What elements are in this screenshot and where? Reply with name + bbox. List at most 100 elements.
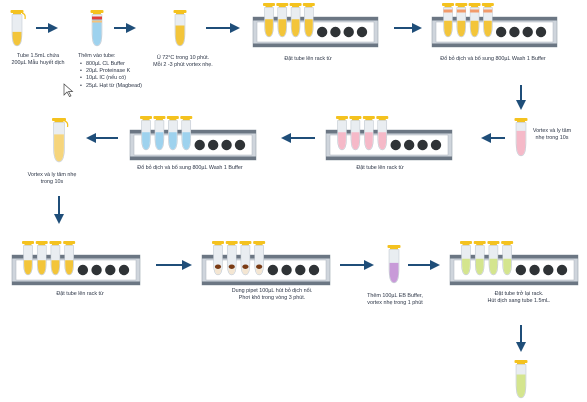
rack-hole xyxy=(295,264,306,276)
microtube xyxy=(362,116,375,151)
rack-hole xyxy=(390,139,401,151)
step8-caption: Đổ bỏ dịch và bổ sung 800µL Wash 1 Buffe… xyxy=(137,165,243,171)
rack-hole xyxy=(316,26,328,38)
tube-liquid xyxy=(92,19,102,46)
tube-liquid xyxy=(489,258,498,275)
tube-hinge xyxy=(64,120,69,128)
step13-line1: Đặt tube trở lại rack. xyxy=(494,291,544,297)
rack-bottom-bar xyxy=(450,281,578,285)
tube-cap-neck xyxy=(378,118,386,121)
step2-reagent-list: 800µL CL Buffer 20µL Proteinase K 10µL I… xyxy=(78,61,142,90)
microtube xyxy=(153,116,166,151)
rack-bottom-bar xyxy=(12,281,140,285)
rack-inner xyxy=(133,134,253,156)
microtube xyxy=(263,3,275,38)
rack-inner xyxy=(329,134,449,156)
step13-caption: Đặt tube trở lại rack. Hút dịch sang tub… xyxy=(474,291,564,305)
tube-cap-neck xyxy=(462,243,470,246)
microtube xyxy=(387,245,401,284)
tube-liquid xyxy=(168,132,177,150)
step1-line2: 200µL Mẫu huyết dịch xyxy=(11,60,65,66)
tube-cap-neck xyxy=(24,243,32,246)
microtube xyxy=(140,116,152,151)
rack-top-bar xyxy=(130,130,256,134)
reagent-item: 10µL IC (nếu có) xyxy=(80,75,142,82)
tube-liquid xyxy=(462,258,470,275)
step2-title: Thêm vào tube: xyxy=(78,53,116,59)
tube-liquid xyxy=(389,262,399,283)
tube-cap-neck xyxy=(93,12,101,15)
microtube xyxy=(253,241,266,276)
rack-hole xyxy=(522,26,533,38)
microtube xyxy=(239,241,252,276)
microtube xyxy=(336,116,348,151)
tube-label-band xyxy=(92,16,102,20)
tube-cap-neck xyxy=(278,5,286,8)
magnetic-rack xyxy=(252,16,379,48)
tube-cap-neck xyxy=(390,247,398,250)
microtube xyxy=(166,116,179,151)
step13-line2: Hút dịch sang tube 1.5mL. xyxy=(487,298,551,304)
rack-inner xyxy=(15,259,137,281)
rack-top-bar xyxy=(450,255,578,259)
tube-label-band xyxy=(456,9,466,13)
rack-hole xyxy=(543,264,554,276)
microtube xyxy=(501,241,514,276)
rack-top-bar xyxy=(12,255,140,259)
tube-cap-neck xyxy=(54,120,64,123)
tube-liquid xyxy=(351,132,360,150)
tube-liquid xyxy=(255,263,264,275)
tube-pellet xyxy=(242,264,249,269)
rack-inner xyxy=(453,259,575,281)
microtube xyxy=(487,241,500,276)
microtube xyxy=(473,241,486,276)
rack-hole xyxy=(91,264,102,276)
step11-line2: Phơi khô trong vòng 3 phút. xyxy=(238,295,306,301)
tube-liquid xyxy=(444,20,452,37)
rack-hole xyxy=(105,264,116,276)
tube-liquid xyxy=(483,20,492,37)
microtube xyxy=(52,118,69,163)
tube-liquid xyxy=(24,260,32,275)
tube-liquid xyxy=(291,19,300,37)
step3-line2: Mỗi 2 -3 phút vortex nhẹ. xyxy=(153,62,213,68)
tube-label-band xyxy=(470,9,480,13)
rack-hole xyxy=(529,264,540,276)
rack-bottom-bar xyxy=(253,43,378,47)
tube-label-band xyxy=(92,20,102,23)
rack-hole xyxy=(343,26,354,38)
step11-line1: Dung pipet 100µL hút bỏ dịch nổi. xyxy=(231,288,313,294)
tube-liquid xyxy=(364,132,373,150)
tube-liquid xyxy=(227,263,236,275)
tube-cap-neck xyxy=(65,243,73,246)
step5-caption: Đổ bỏ dịch và bổ sung 800µL Wash 1 Buffe… xyxy=(440,56,546,62)
tube-cap-neck xyxy=(241,243,249,246)
step7-caption: Đặt tube lên rack từ xyxy=(356,165,404,171)
rack-top-bar xyxy=(202,255,330,259)
rack-hole xyxy=(77,264,89,276)
step6-line1: Vortex và ly tâm xyxy=(532,128,572,134)
tube-cap-neck xyxy=(471,5,479,8)
microtube xyxy=(481,3,494,38)
reagent-item: 25µL Hạt từ (Magbead) xyxy=(80,83,142,90)
tube-cap-neck xyxy=(476,243,484,246)
tube-cap-neck xyxy=(444,5,452,8)
step12-line1: Thêm 100µL EB Buffer, xyxy=(367,293,423,299)
microtube xyxy=(35,241,48,276)
rack-inner xyxy=(205,259,327,281)
tube-cap-neck xyxy=(365,118,373,121)
tube-liquid xyxy=(54,134,64,162)
tube-cap-neck xyxy=(51,243,59,246)
microtube xyxy=(289,3,302,38)
tube-pellet xyxy=(228,264,235,269)
microtube xyxy=(514,118,528,157)
tube-liquid xyxy=(12,31,22,46)
microtube xyxy=(376,116,389,151)
tube-hinge xyxy=(21,12,26,20)
step3-line1: Ủ 72°C trong 10 phút. xyxy=(156,55,210,61)
rack-inner xyxy=(256,21,375,43)
microtube xyxy=(460,241,472,276)
step9-line2: trong 10s xyxy=(40,179,64,185)
tube-liquid xyxy=(241,263,250,275)
tube-pellet xyxy=(256,264,263,269)
